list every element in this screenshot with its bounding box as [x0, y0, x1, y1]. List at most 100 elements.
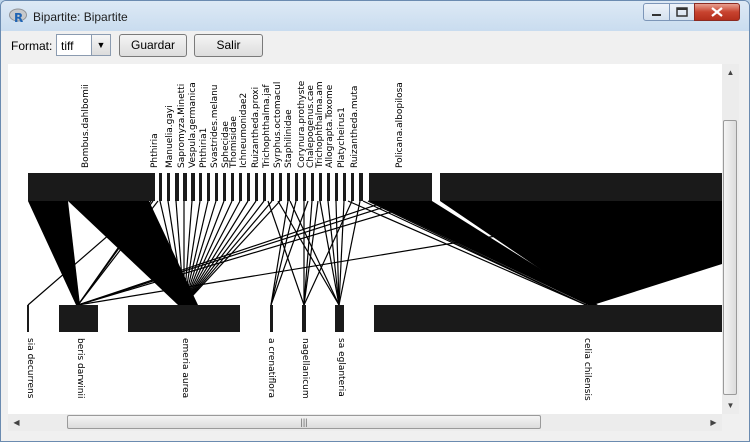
top-species-bar: [335, 173, 338, 201]
interaction-link: [319, 200, 340, 306]
salir-button[interactable]: Salir: [194, 34, 263, 57]
vertical-scrollbar[interactable]: ▲ ▼: [722, 64, 739, 414]
interaction-link: [585, 200, 722, 306]
top-species-bar: [215, 173, 218, 201]
interaction-link: [338, 200, 345, 306]
top-species-label: Syrphus.octomacul: [273, 82, 283, 168]
scroll-up-icon[interactable]: ▲: [726, 68, 735, 77]
top-species-bar: [359, 173, 363, 201]
top-species-bar: [255, 173, 258, 201]
bottom-species-bar: [374, 305, 722, 332]
interaction-link: [327, 200, 340, 306]
maximize-button[interactable]: [669, 3, 695, 21]
top-species-bar: [279, 173, 282, 201]
bottom-species-bar: [128, 305, 240, 332]
top-species-bar: [247, 173, 250, 201]
top-species-label: Chalepogenus.cae: [306, 85, 316, 168]
top-species-label: Policana.albopilosa: [395, 82, 405, 168]
interaction-link: [183, 200, 225, 306]
interaction-link: [77, 200, 429, 306]
top-level-bars: [28, 173, 722, 201]
top-species-label: Staphilinidae: [284, 109, 294, 168]
interaction-link: [183, 200, 233, 306]
top-species-label: Ruizantheda.muta: [350, 86, 360, 168]
top-species-bar: [343, 173, 346, 201]
top-species-label: Platycheirus1: [337, 107, 347, 168]
interaction-link: [303, 200, 353, 306]
top-species-bar: [199, 173, 202, 201]
top-species-bar: [271, 173, 274, 201]
top-species-label: Corynura.prothyste: [297, 80, 307, 168]
interaction-link: [367, 200, 587, 306]
top-species-label: Ichneumonidae2: [239, 93, 249, 168]
format-select[interactable]: tiff ▼: [56, 34, 111, 56]
svg-text:R: R: [14, 11, 23, 24]
top-species-label: Thomisidae: [229, 116, 239, 169]
top-species-bar: [263, 173, 266, 201]
guardar-button[interactable]: Guardar: [119, 34, 187, 57]
top-species-bar: [231, 173, 234, 201]
scroll-right-icon[interactable]: ▶: [710, 418, 717, 427]
bottom-species-label: sia decurrens: [25, 338, 35, 399]
format-value: tiff: [61, 39, 74, 53]
top-species-label: Sapromyza.Minetti: [177, 84, 187, 168]
bottom-species-label: a crenatiflora: [266, 338, 276, 398]
bottom-species-bar: [59, 305, 98, 332]
top-species-bar: [287, 173, 290, 201]
interaction-link: [183, 200, 249, 306]
bottom-species-label: sa eglanteria: [336, 338, 346, 397]
minimize-button[interactable]: [643, 3, 670, 21]
top-species-label: Sphecidae: [221, 121, 231, 168]
interaction-link: [183, 200, 241, 306]
interaction-link: [183, 200, 265, 306]
vertical-scroll-thumb[interactable]: [723, 120, 737, 395]
interaction-link: [338, 200, 361, 306]
bottom-species-label: beris darwinii: [75, 338, 85, 399]
interaction-link: [77, 200, 154, 306]
top-species-bar: [223, 173, 226, 201]
window-title: Bipartite: Bipartite: [33, 10, 128, 24]
close-button[interactable]: [694, 3, 740, 21]
chevron-down-icon[interactable]: ▼: [91, 35, 110, 55]
top-species-bar: [311, 173, 314, 201]
top-species-bar: [148, 173, 155, 201]
bottom-species-bar: [27, 305, 29, 332]
interaction-link: [289, 200, 340, 306]
top-species-bar: [295, 173, 298, 201]
interaction-link: [303, 200, 319, 306]
horizontal-scroll-thumb[interactable]: |||: [67, 415, 541, 429]
top-species-label: Phthiria1: [199, 128, 209, 168]
scroll-down-icon[interactable]: ▼: [726, 401, 735, 410]
r-logo-icon: R: [9, 8, 27, 24]
interaction-link: [77, 200, 709, 306]
top-species-label: Svastrides.melanu: [210, 84, 220, 168]
close-icon: [711, 7, 723, 17]
interaction-link: [28, 201, 80, 305]
bottom-species-bar: [335, 305, 344, 332]
horizontal-scrollbar[interactable]: ◀ ||| ▶: [8, 414, 722, 431]
interaction-link: [440, 201, 722, 305]
scroll-corner: [722, 414, 739, 431]
top-species-bar: [351, 173, 354, 201]
interaction-link: [27, 200, 149, 306]
top-species-label: Phthiria: [150, 133, 160, 168]
bottom-species-bar: [270, 305, 273, 332]
interaction-link: [277, 200, 340, 306]
bottom-species-bar: [302, 305, 306, 332]
top-species-bar: [327, 173, 330, 201]
format-label: Format:: [11, 39, 53, 53]
bottom-species-label: nagellanicum: [300, 338, 310, 399]
top-species-label: Trichophthalma.jaf: [262, 84, 272, 169]
scroll-left-icon[interactable]: ◀: [13, 418, 20, 427]
top-species-bar: [440, 173, 722, 201]
top-species-bar: [207, 173, 210, 201]
top-species-label: Vespula.germanica: [188, 82, 198, 168]
top-species-bar: [319, 173, 322, 201]
top-species-bar: [183, 173, 187, 201]
toolbar: Format: tiff ▼ Guardar Salir: [1, 31, 749, 61]
top-species-label: Manuelia.gayi: [165, 105, 175, 168]
